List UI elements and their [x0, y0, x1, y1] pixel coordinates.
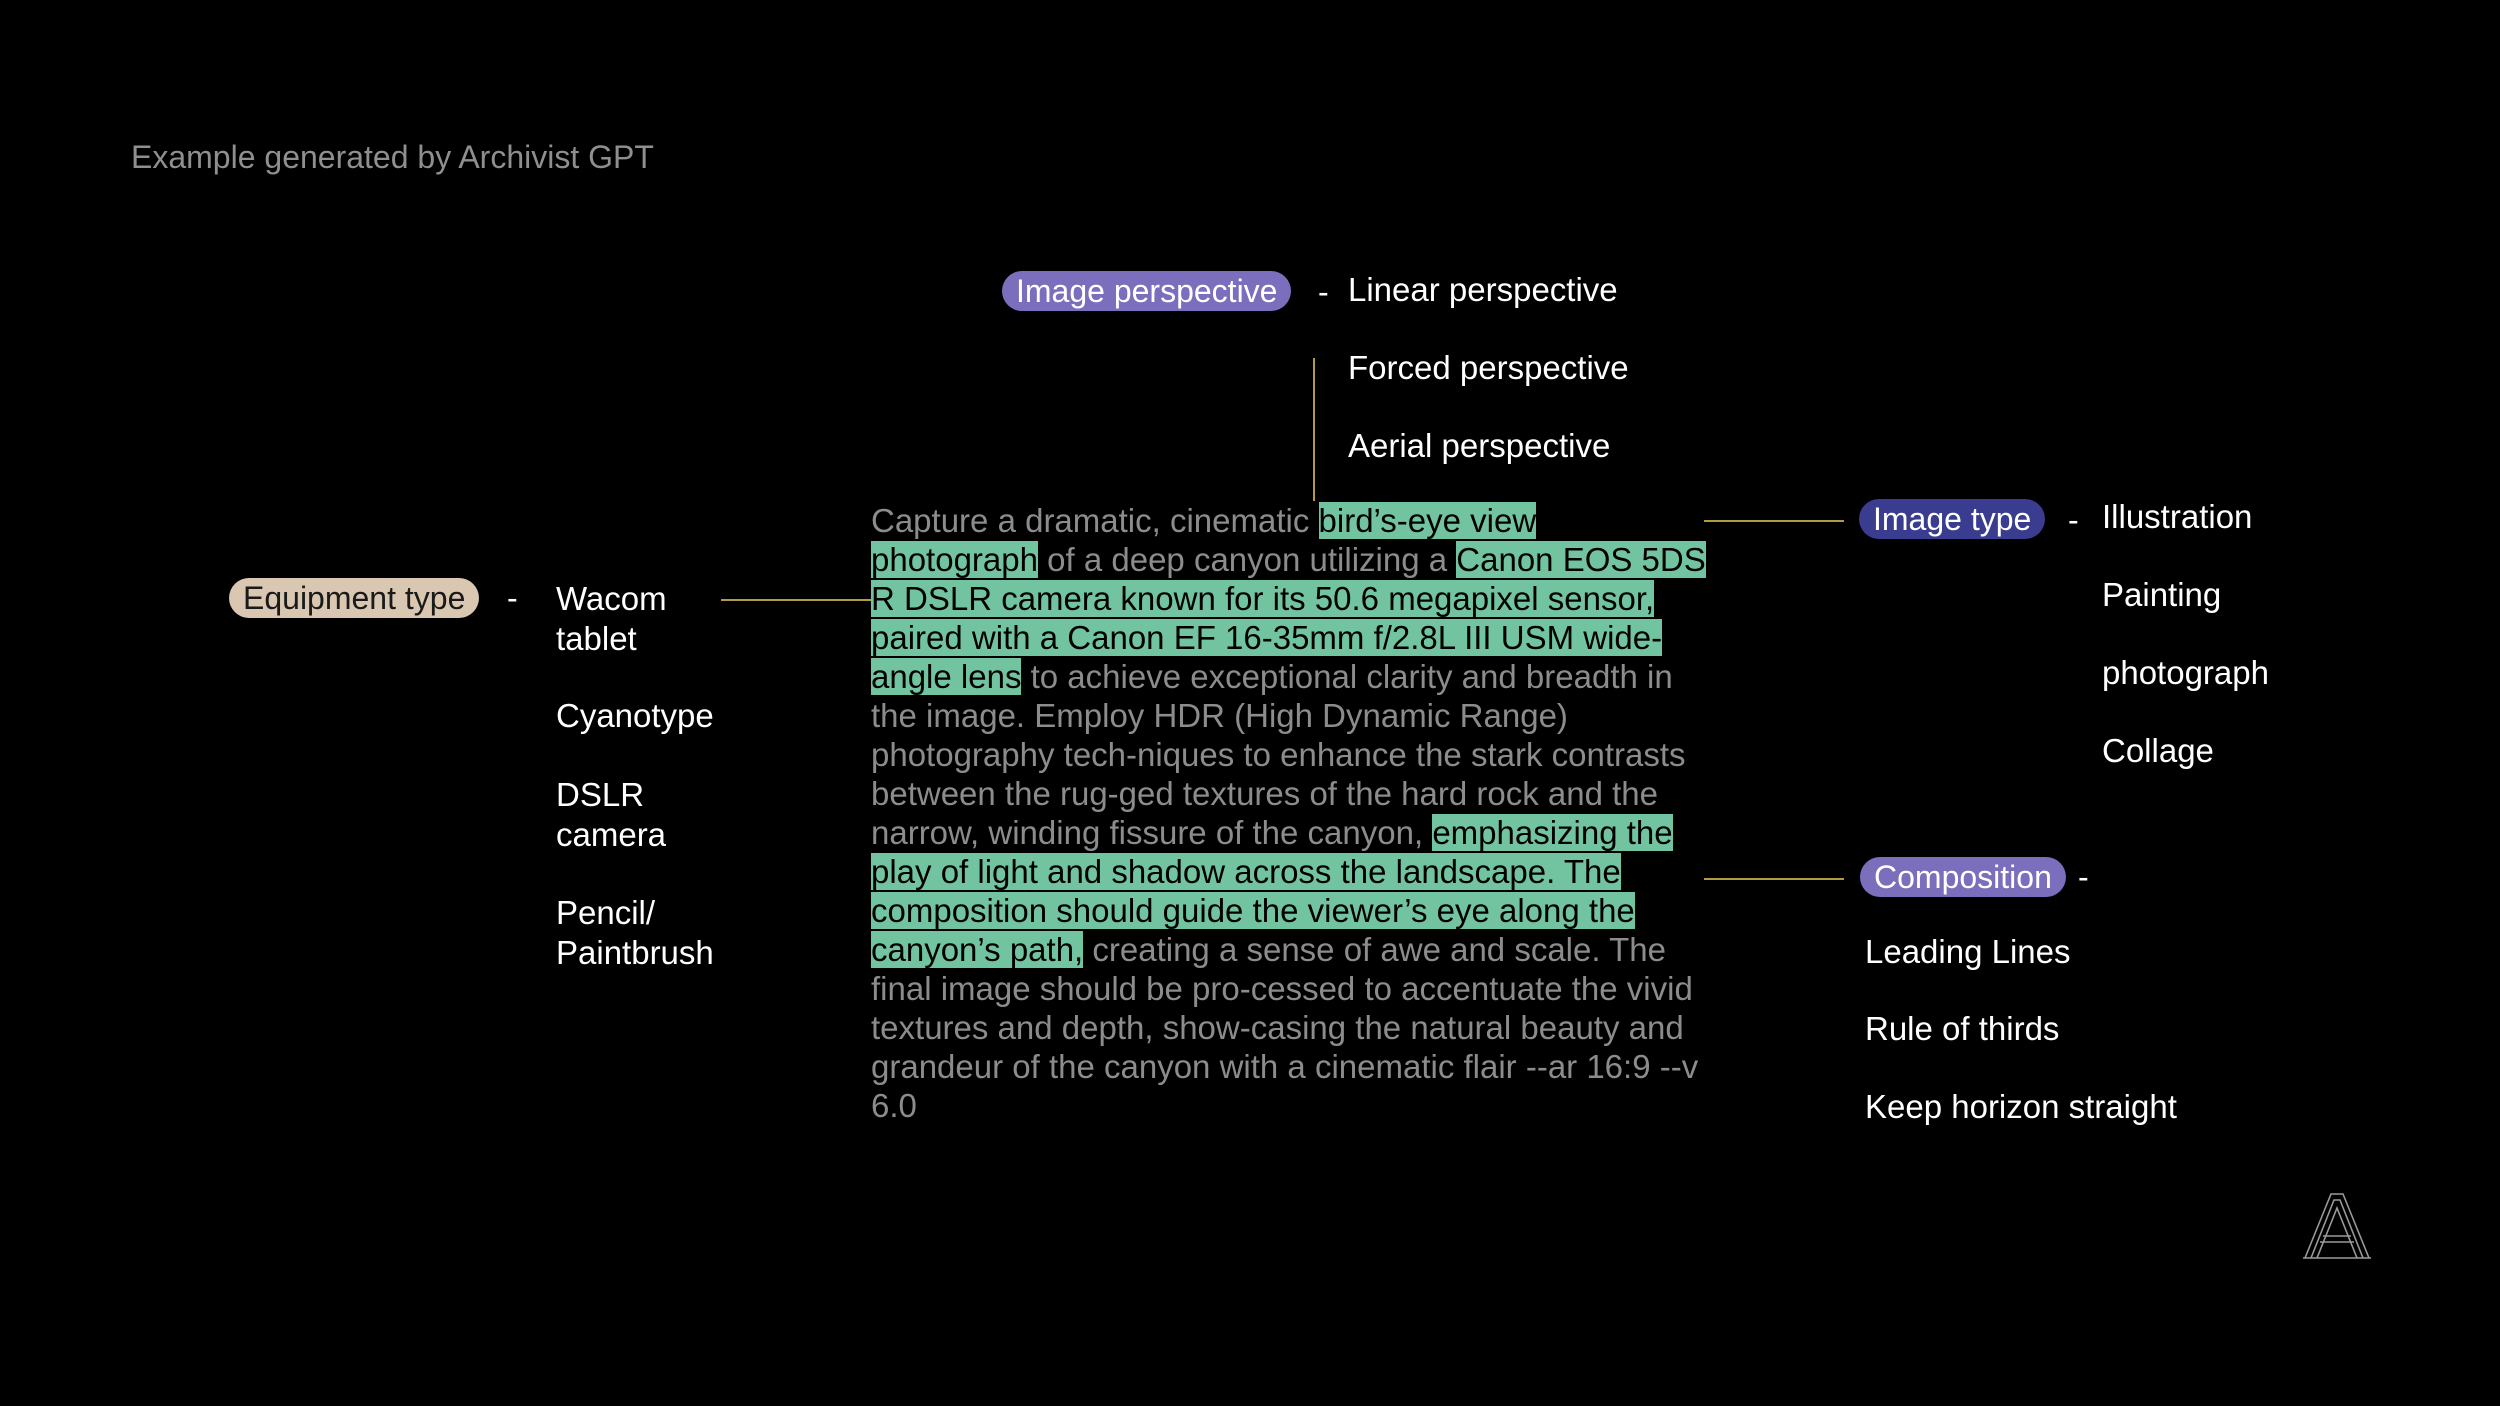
composition-dash: -: [2078, 859, 2089, 895]
archivist-a-logo-icon: [2301, 1190, 2373, 1262]
image-type-option-collage: Collage: [2102, 732, 2214, 769]
image-type-option-illustration: Illustration: [2102, 498, 2253, 535]
prompt-segment: to achieve exceptional clarity and bread…: [871, 658, 1686, 851]
composition-connector-line: [1704, 878, 1844, 880]
image-type-pill: Image type: [1859, 499, 2046, 539]
prompt-text-block: Capture a dramatic, cinematic bird’s-eye…: [871, 501, 1711, 1125]
image-type-option-painting: Painting: [2102, 576, 2222, 613]
image-type-option-photograph: photograph: [2102, 654, 2269, 691]
composition-option-keep-horizon-straight: Keep horizon straight: [1865, 1088, 2177, 1125]
image-type-dash: -: [2068, 502, 2079, 538]
perspective-connector-line: [1313, 358, 1315, 501]
equipment-option-wacom-tablet: Wacom tablet: [556, 580, 667, 657]
image-perspective-pill: Image perspective: [1002, 271, 1292, 311]
equipment-option-dslr-camera: DSLR camera: [556, 776, 667, 853]
perspective-option-linear: Linear perspective: [1348, 271, 1618, 308]
prompt-segment: Capture a dramatic, cinematic: [871, 502, 1319, 539]
composition-option-rule-of-thirds: Rule of thirds: [1865, 1010, 2060, 1047]
equipment-type-pill: Equipment type: [229, 578, 480, 618]
caption: Example generated by Archivist GPT: [131, 139, 654, 175]
equipment-option-pencil-paintbrush: Pencil/ Paintbrush: [556, 894, 714, 971]
image-type-connector-line: [1704, 520, 1844, 522]
perspective-option-aerial: Aerial perspective: [1348, 427, 1611, 464]
equipment-connector-line: [721, 599, 871, 601]
archivist-a-logo-icon-svg: [2303, 1193, 2371, 1259]
equipment-type-dash: -: [507, 580, 518, 616]
composition-option-leading-lines: Leading Lines: [1865, 933, 2071, 970]
prompt-segment: of a deep canyon utilizing a: [1037, 541, 1457, 578]
composition-pill: Composition: [1860, 857, 2066, 897]
image-perspective-dash: -: [1318, 274, 1329, 310]
prompt-segment: creating a sense of awe and scale. The f…: [871, 931, 1699, 1124]
perspective-option-forced: Forced perspective: [1348, 349, 1629, 386]
equipment-option-cyanotype: Cyanotype: [556, 697, 714, 734]
